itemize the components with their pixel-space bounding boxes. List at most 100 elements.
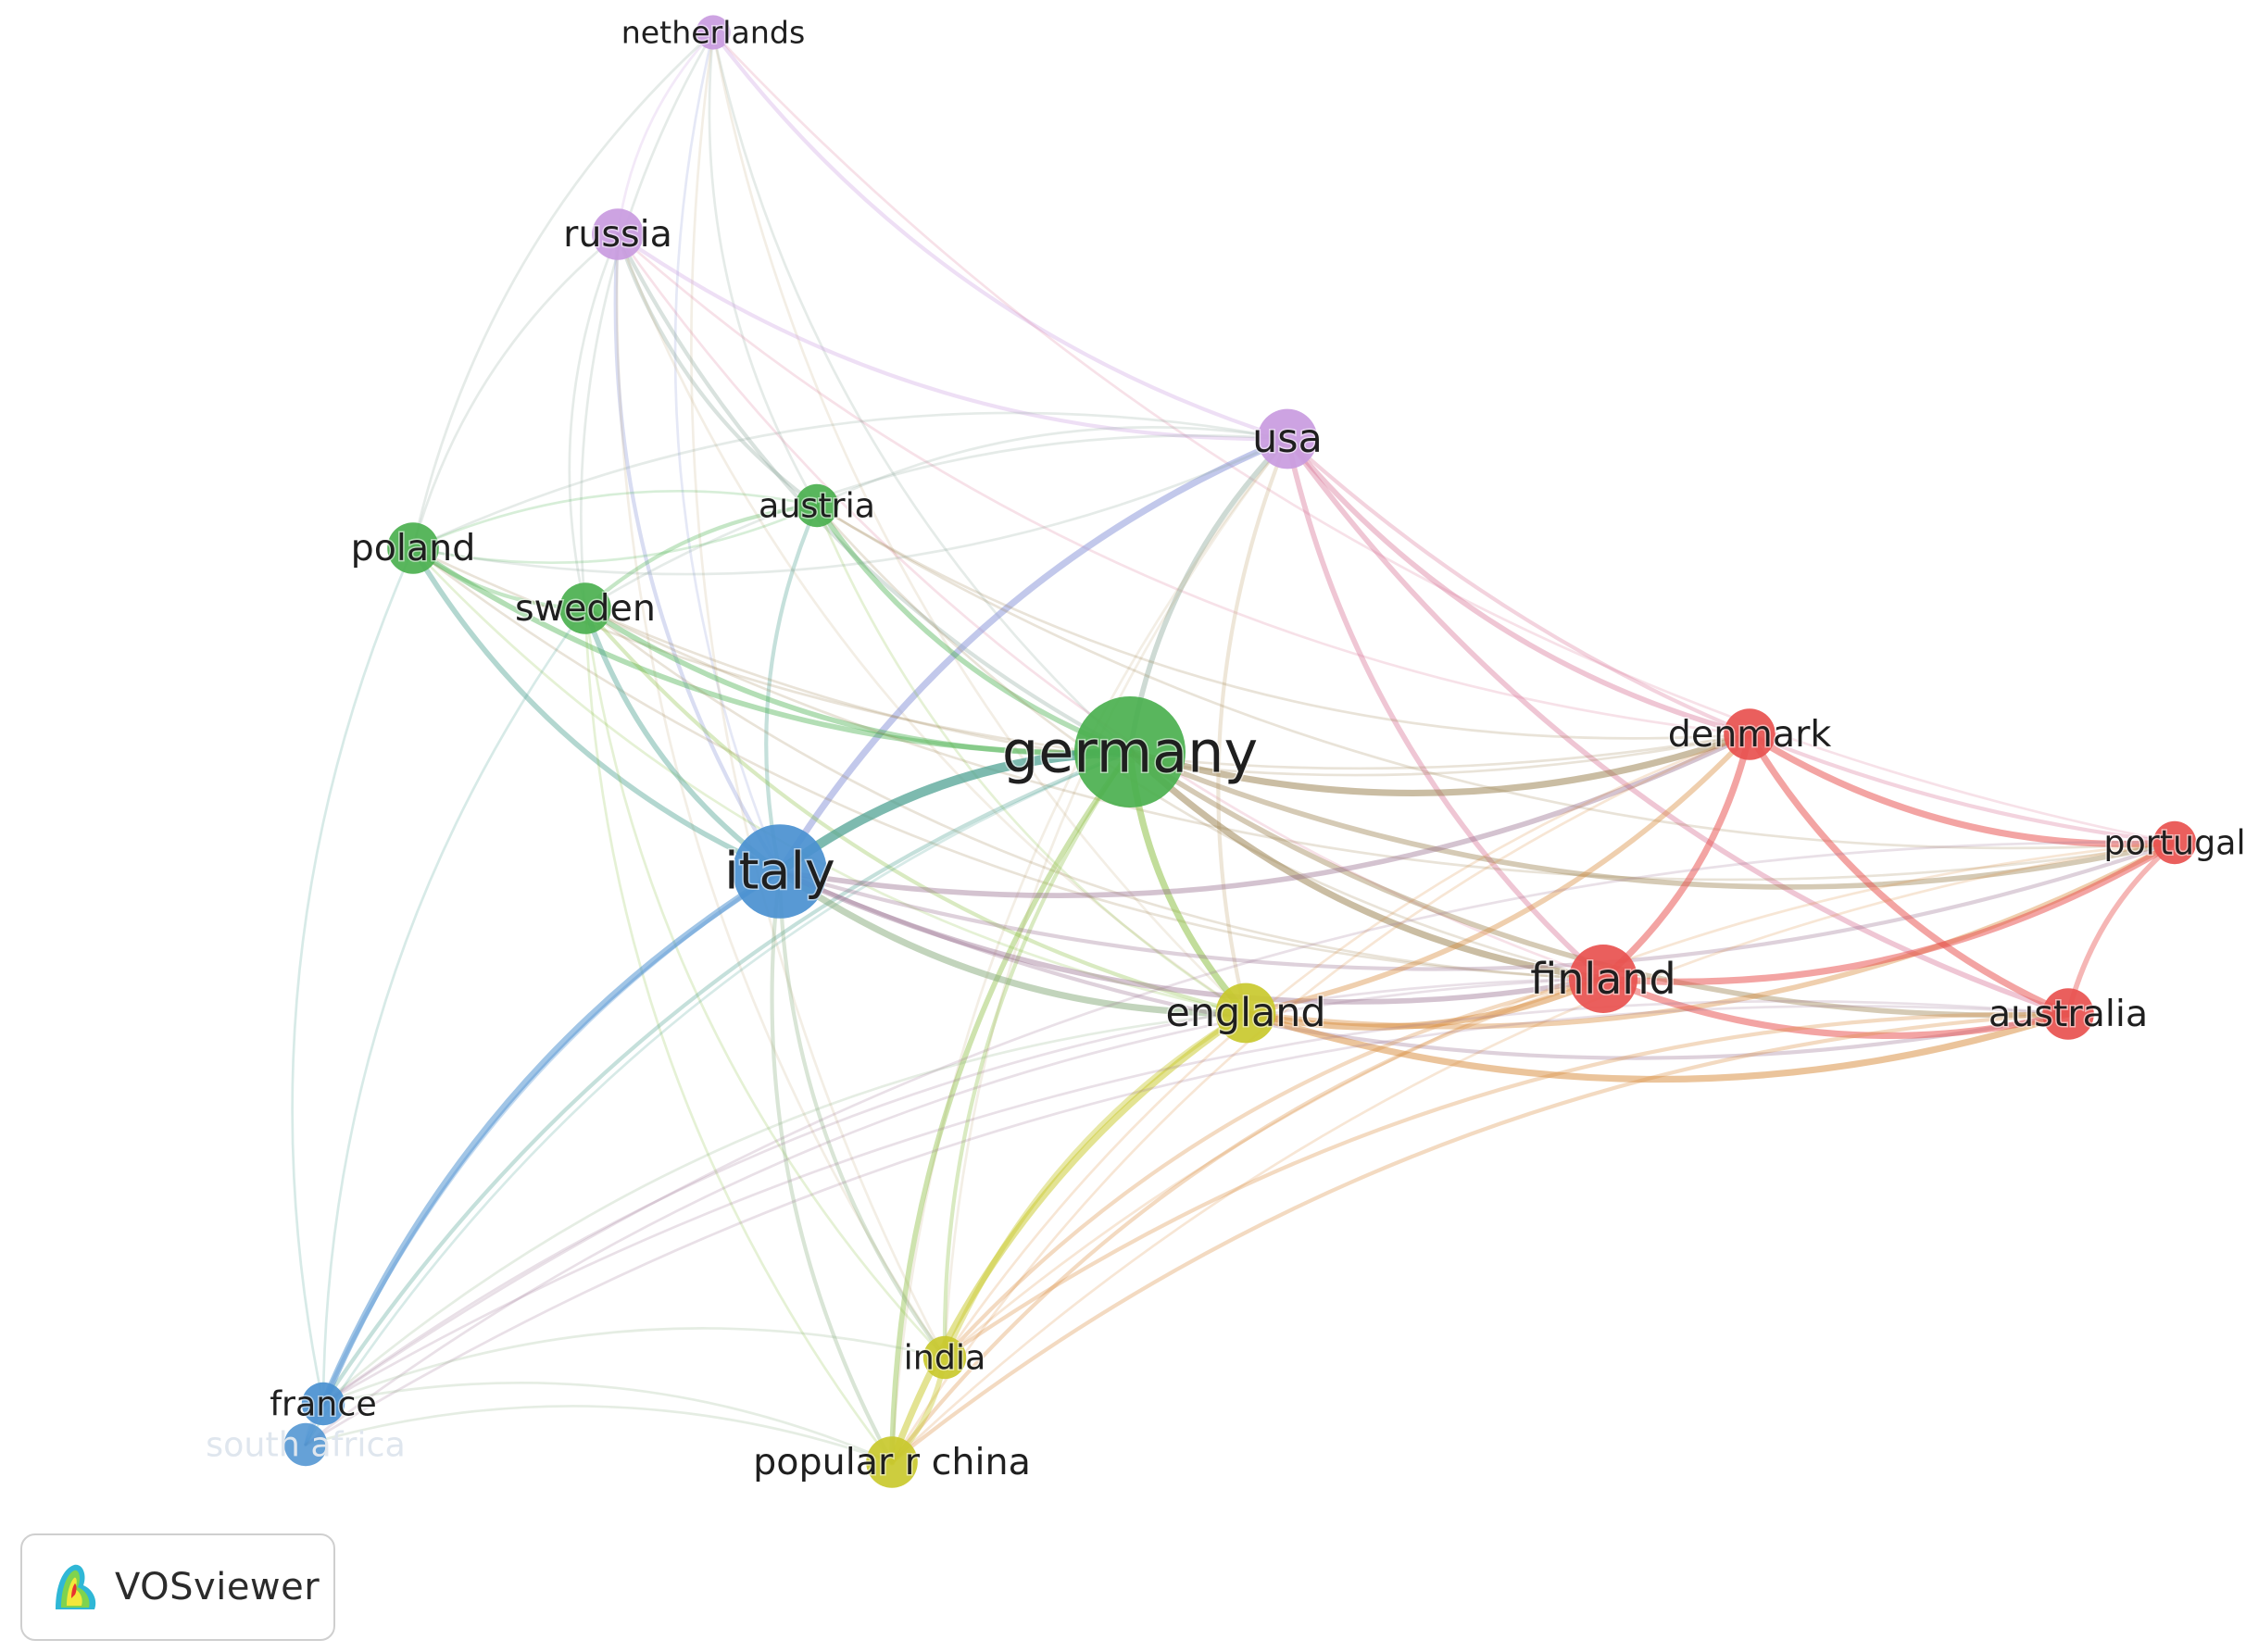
node-netherlands[interactable] — [696, 15, 731, 50]
edge-denmark-india — [943, 732, 1751, 1359]
edge-germany-india — [942, 749, 1133, 1360]
node-austria[interactable] — [795, 483, 839, 528]
node-portugal[interactable] — [2152, 820, 2197, 865]
edge-netherlands-russia — [616, 31, 715, 236]
edge-russia-denmark — [616, 232, 1751, 736]
edge-austria-sweden — [583, 503, 820, 611]
edge-austria-england — [815, 504, 1248, 1015]
edge-finland-australia — [1600, 975, 2072, 1039]
edge-poland-germany — [410, 545, 1133, 756]
edge-portugal-australia — [2065, 840, 2177, 1017]
edge-sweden-england — [583, 606, 1248, 1016]
edge-england-india — [942, 1010, 1248, 1360]
edge-germany-finland — [1126, 748, 1607, 982]
edge-italy-india — [777, 869, 947, 1360]
edge-austria-denmark — [815, 504, 1751, 740]
node-label-finland: finland — [1530, 954, 1675, 1004]
edge-italy-denmark — [777, 732, 1752, 898]
node-italy[interactable] — [733, 824, 827, 919]
edge-poland-austria — [411, 504, 819, 564]
edge-usa-denmark — [1285, 436, 1752, 737]
edge-finland-china — [889, 976, 1606, 1465]
node-england[interactable] — [1215, 982, 1276, 1044]
edge-netherlands-germany — [711, 31, 1132, 754]
node-usa[interactable] — [1257, 408, 1318, 469]
edge-russia-italy — [613, 232, 783, 874]
node-germany[interactable] — [1074, 696, 1186, 807]
edge-poland-finland — [411, 546, 1605, 981]
edge-usa-finland — [1285, 436, 1606, 982]
node-label-germany: germany — [1002, 719, 1258, 786]
edge-germany-denmark — [1126, 731, 1753, 797]
node-finland[interactable] — [1569, 945, 1637, 1013]
edge-usa-italy — [776, 435, 1291, 875]
edge-russia-poland — [411, 232, 620, 550]
edge-netherlands-portugal — [711, 31, 2177, 845]
node-label-sweden: sweden — [515, 587, 656, 630]
edge-finland-portugal — [1600, 839, 2178, 985]
edge-usa-england — [1216, 436, 1290, 1016]
edge-china-south-africa — [304, 1405, 894, 1464]
node-russia[interactable] — [592, 208, 644, 260]
edge-italy-finland — [777, 869, 1606, 1005]
edge-germany-south-africa — [304, 750, 1132, 1446]
edge-england-australia — [1242, 1009, 2072, 1083]
node-poland[interactable] — [387, 522, 439, 574]
node-sweden[interactable] — [559, 582, 611, 634]
edge-russia-austria — [615, 232, 820, 508]
node-denmark[interactable] — [1724, 708, 1775, 760]
edge-sweden-portugal — [583, 607, 2177, 882]
vosviewer-badge: VOSviewer — [20, 1533, 335, 1641]
edge-australia-china — [889, 1011, 2071, 1465]
edge-italy-france — [320, 868, 784, 1408]
edge-england-portugal — [1243, 840, 2177, 1030]
edge-netherlands-sweden — [579, 31, 715, 610]
edge-usa-india — [943, 437, 1289, 1359]
vosviewer-logo-icon — [56, 1564, 96, 1609]
edge-finland-france — [321, 977, 1605, 1406]
edge-portugal-china — [890, 841, 2177, 1464]
edge-usa-australia — [1285, 436, 2071, 1017]
node-label-australia: australia — [1989, 993, 2148, 1035]
edge-portugal-france — [321, 841, 2177, 1406]
node-australia[interactable] — [2042, 988, 2094, 1040]
edge-australia-france — [321, 999, 2070, 1406]
edge-russia-usa — [615, 232, 1290, 442]
edge-england-denmark — [1243, 732, 1752, 1016]
edge-finland-south-africa — [304, 977, 1605, 1446]
node-label-usa: usa — [1252, 416, 1323, 462]
node-china[interactable] — [866, 1436, 918, 1488]
edge-italy-china — [770, 869, 895, 1465]
edge-sweden-india — [583, 607, 947, 1359]
edge-austria-portugal — [815, 504, 2177, 850]
edge-sweden-germany — [583, 606, 1133, 757]
labels-layer: netherlandsrussiausaaustriapolandswedeng… — [206, 13, 2246, 1485]
edge-england-france — [321, 1011, 1248, 1406]
edge-russia-sweden — [568, 232, 620, 610]
edge-usa-china — [890, 437, 1289, 1464]
vosviewer-badge-label: VOSviewer — [115, 1566, 320, 1608]
edge-australia-india — [942, 1011, 2071, 1360]
node-label-portugal: portugal — [2103, 823, 2245, 863]
edges-layer — [291, 30, 2178, 1466]
node-france[interactable] — [301, 1382, 345, 1426]
edge-poland-denmark — [411, 546, 1751, 770]
edge-australia-south-africa — [304, 1005, 2070, 1446]
edge-india-france — [321, 1327, 947, 1406]
edge-russia-india — [615, 232, 947, 1359]
edge-germany-portugal — [1127, 749, 2177, 890]
node-label-russia: russia — [563, 213, 672, 256]
node-south-africa[interactable] — [283, 1422, 328, 1467]
edge-netherlands-austria — [708, 31, 819, 507]
edge-austria-italy — [764, 503, 820, 874]
node-label-china: popular r china — [753, 1441, 1031, 1483]
edge-netherlands-italy — [673, 31, 782, 873]
edge-russia-finland — [616, 232, 1605, 981]
edge-china-france — [321, 1381, 894, 1464]
edge-russia-germany — [615, 232, 1133, 755]
edge-usa-poland — [411, 411, 1289, 550]
edge-netherlands-usa — [710, 30, 1290, 442]
node-india[interactable] — [922, 1335, 967, 1380]
edge-sweden-finland — [583, 607, 1605, 981]
